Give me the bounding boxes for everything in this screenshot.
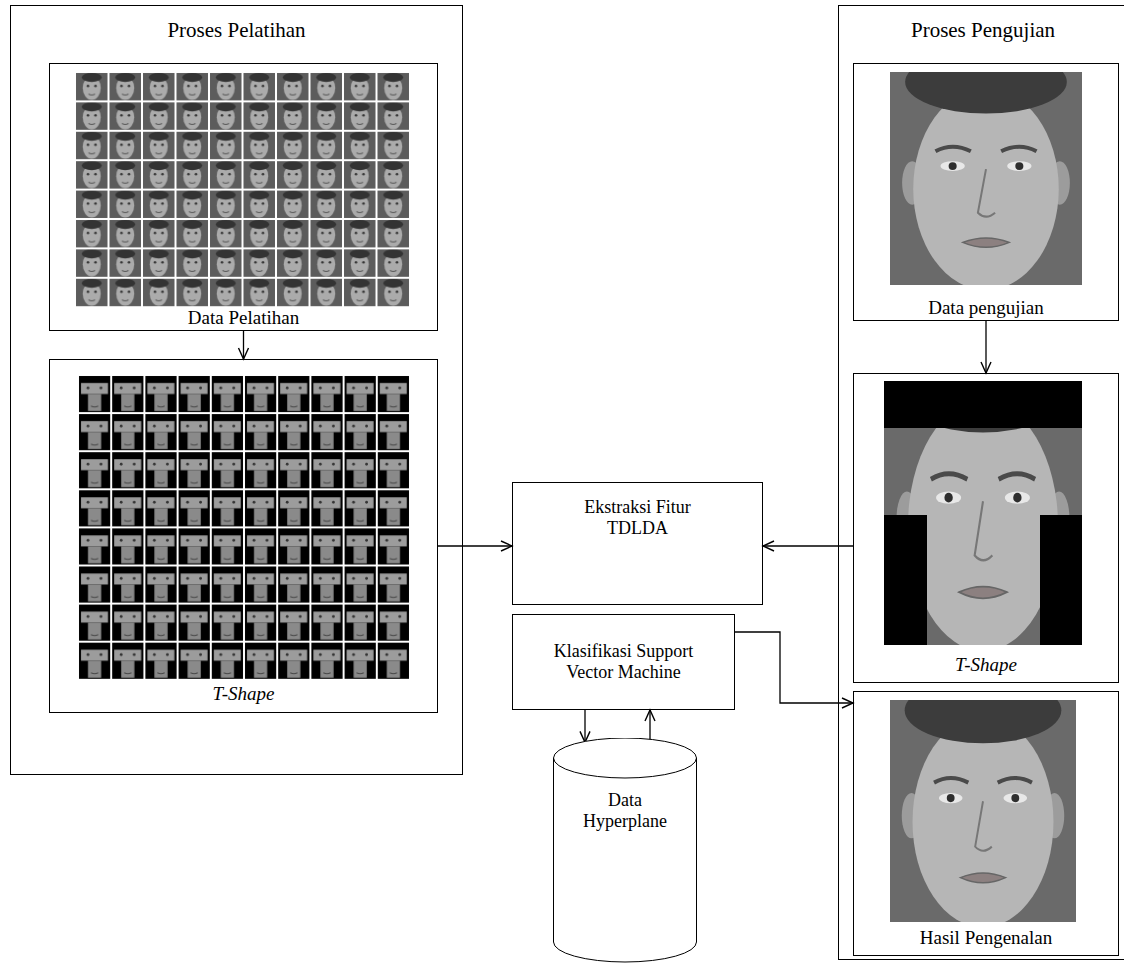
data-box: T-Shape <box>853 373 1119 683</box>
tshape-face-photo <box>884 354 1082 651</box>
node-label: Klasifikasi Support Vector Machine <box>549 641 699 682</box>
tshape-mask <box>884 381 1082 428</box>
training-face-grid <box>75 72 410 307</box>
process-panel: Proses PengujianData pengujianT-ShapeHas… <box>838 5 1124 960</box>
result-face-photo <box>890 677 1076 927</box>
cylinder-rim <box>554 758 697 778</box>
node-label: Data pengujian <box>928 297 1044 319</box>
node-label: Ekstraksi Fitur TDLDA <box>558 497 718 538</box>
data-box: Data Pelatihan <box>49 63 438 331</box>
tshape-mask <box>884 515 927 645</box>
tshape-mask <box>1040 515 1082 645</box>
process-box: Ekstraksi Fitur TDLDA <box>512 482 763 605</box>
connector-arrow <box>438 545 512 546</box>
result-box: Hasil Pengenalan <box>853 691 1119 956</box>
connector-arrow <box>649 710 650 740</box>
connector-arrow <box>735 632 853 703</box>
node-label: T-Shape <box>213 683 275 705</box>
panel-title: Proses Pengujian <box>911 18 1055 42</box>
panel-title: Proses Pelatihan <box>167 18 305 42</box>
test-face-photo <box>890 50 1082 290</box>
cylinder-body <box>554 738 697 962</box>
node-label: Hasil Pengenalan <box>920 927 1052 949</box>
node-label: Data Hyperplane <box>570 790 680 831</box>
cylinder-outline <box>553 738 697 963</box>
connector-arrow <box>985 321 986 373</box>
process-panel: Proses PelatihanData PelatihanT-Shape <box>10 5 463 775</box>
process-box: Klasifikasi Support Vector Machine <box>512 614 735 710</box>
connector-arrow <box>243 331 244 359</box>
connector-arrow <box>584 710 585 742</box>
database-cylinder: Data Hyperplane <box>553 738 697 963</box>
node-label: T-Shape <box>955 654 1017 676</box>
node-label: Data Pelatihan <box>188 307 299 329</box>
tshape-face-grid <box>78 375 410 680</box>
data-box: T-Shape <box>49 359 438 713</box>
data-box: Data pengujian <box>853 63 1119 321</box>
connector-arrow <box>763 545 853 546</box>
